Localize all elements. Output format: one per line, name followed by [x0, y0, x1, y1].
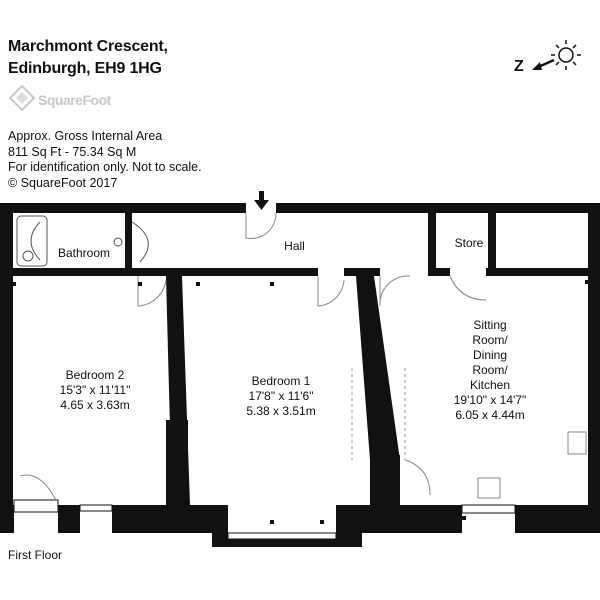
compass-letter: Z [514, 58, 524, 75]
sitting-imperial: 19'10" x 14'7" [453, 393, 527, 407]
squarefoot-logo: SquareFoot [8, 84, 158, 118]
bay-window [227, 532, 337, 540]
store-right-wall [488, 213, 496, 276]
bedroom2-imperial: 15'3" x 11'11" [59, 383, 131, 397]
top-wall-right [276, 203, 600, 213]
room-label-store: Store [454, 236, 484, 250]
window-bedroom2 [13, 499, 59, 513]
address-line-1: Marchmont Crescent, [8, 38, 168, 55]
room-label-sitting-room: Sitting Room/ Dining Room/ Kitchen 19'10… [430, 318, 550, 423]
sitting-metric: 6.05 x 4.44m [455, 408, 525, 422]
bottom-wall-seg-4 [515, 505, 600, 533]
orientation-compass: Z [508, 38, 588, 83]
bottom-wall-seg-3 [362, 505, 462, 533]
property-address: Marchmont Crescent, Edinburgh, EH9 1HG [8, 36, 168, 80]
window-sitting [461, 504, 516, 514]
logo-text: SquareFoot [38, 92, 111, 108]
kitchen-fixtures [477, 431, 587, 499]
right-wall [588, 203, 600, 533]
room-label-hall: Hall [284, 239, 305, 253]
bedroom1-imperial: 17'8" x 11'6" [248, 389, 314, 403]
bedroom2-metric: 4.65 x 3.63m [60, 398, 130, 412]
area-info: Approx. Gross Internal Area 811 Sq Ft - … [8, 129, 202, 191]
store-left-wall [428, 213, 436, 276]
top-wall-left [0, 203, 246, 213]
bedroom2-name: Bedroom 2 [65, 368, 125, 382]
info-area-title: Approx. Gross Internal Area [8, 129, 163, 143]
interior-walls [13, 213, 588, 505]
room-label-bedroom1: Bedroom 1 17'8" x 11'6" 5.38 x 3.51m [216, 374, 346, 419]
info-area-value: 811 Sq Ft - 75.34 Sq M [8, 144, 137, 159]
bathroom-right-wall [125, 213, 132, 276]
room-label-bedroom2: Bedroom 2 15'3" x 11'11" 4.65 x 3.63m [30, 368, 160, 413]
sun-icon [532, 40, 581, 70]
left-wall [0, 203, 13, 533]
bedroom1-name: Bedroom 1 [251, 374, 311, 388]
wall-b1-sitting [356, 276, 400, 460]
outer-walls [0, 203, 600, 547]
bedroom1-metric: 5.38 x 3.51m [246, 404, 316, 418]
bottom-wall-seg-2 [112, 505, 212, 533]
hall-lower-wall [173, 268, 318, 276]
address-line-2: Edinburgh, EH9 1HG [8, 60, 162, 77]
entrance-arrow-icon [254, 191, 269, 210]
bathroom-fixtures [16, 215, 149, 267]
info-copyright: © SquareFoot 2017 [8, 175, 118, 190]
bathroom-lower-wall [13, 268, 173, 276]
floor-label: First Floor [8, 548, 62, 562]
logo-mark-icon [8, 84, 36, 112]
bottom-wall-seg-1 [58, 505, 80, 533]
door-swings [19, 212, 487, 501]
room-label-bathroom: Bathroom [57, 246, 111, 260]
info-disclaimer: For identification only. Not to scale. [8, 160, 202, 174]
